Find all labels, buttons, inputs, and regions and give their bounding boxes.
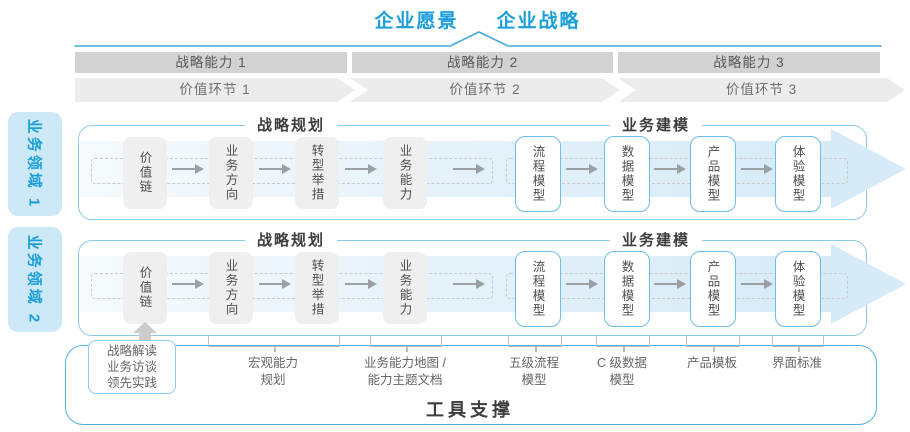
note-line: 规划 xyxy=(260,372,286,387)
modeling-box-product-model: 产品模型 xyxy=(690,136,736,212)
note-line: 能力主题文档 xyxy=(367,372,443,387)
flow-arrow-icon xyxy=(453,279,485,289)
flow-arrow-icon xyxy=(566,164,598,174)
domain-row-2: 价值链 业务方向 转型举措 业务能力 流程模型 数据模型 产品模型 体验模型 战… xyxy=(78,231,906,336)
flow-arrow-icon xyxy=(566,279,598,289)
input-line: 业务访谈 xyxy=(106,359,157,374)
domain-label-2-text: 业务领域 2 xyxy=(25,234,43,325)
flow-arrow-icon xyxy=(654,279,686,289)
modeling-dashed-group xyxy=(506,158,848,184)
input-line: 领先实践 xyxy=(106,376,157,391)
flow-band-arrowhead-icon xyxy=(831,244,906,324)
bracket-icon xyxy=(208,336,340,352)
planning-box-transformation: 转型举措 xyxy=(295,137,339,209)
flow-arrow-icon xyxy=(654,164,686,174)
planning-box-business-capability: 业务能力 xyxy=(383,137,427,209)
modeling-box-experience-model: 体验模型 xyxy=(775,251,821,327)
flow-arrow-icon xyxy=(453,164,485,174)
flow-arrow-icon xyxy=(345,164,377,174)
modeling-box-data-model: 数据模型 xyxy=(604,136,650,212)
flow-arrow-icon xyxy=(345,279,377,289)
modeling-box-process-model: 流程模型 xyxy=(515,136,561,212)
note-product-template: 产品模板 xyxy=(687,355,737,372)
domain-label-2: 业务领域 2 xyxy=(8,227,62,332)
up-arrow-icon xyxy=(133,322,157,333)
bracket-icon xyxy=(508,336,562,352)
enterprise-strategy-title: 企业战略 xyxy=(496,11,581,32)
flow-arrow-icon xyxy=(741,164,773,174)
planning-box-value-chain: 价值链 xyxy=(123,252,167,324)
bracket-icon xyxy=(686,336,740,352)
bracket-icon xyxy=(596,336,650,352)
flow-arrow-icon xyxy=(172,279,204,289)
strategic-capability-3: 战略能力 3 xyxy=(618,52,880,73)
enterprise-vision-title: 企业愿景 xyxy=(374,11,459,32)
note-line: 宏观能力 xyxy=(247,356,299,370)
strategy-inputs-box: 战略解读 业务访谈 领先实践 xyxy=(88,340,176,394)
strategic-capability-2: 战略能力 2 xyxy=(352,52,613,73)
planning-box-transformation: 转型举措 xyxy=(295,252,339,324)
vision-brace-line xyxy=(74,31,882,47)
input-line: 战略解读 xyxy=(106,343,157,358)
value-link-2: 价值环节 2 xyxy=(350,78,620,102)
modeling-dashed-group xyxy=(506,273,848,299)
note-macro-capability: 宏观能力 规划 xyxy=(248,355,298,389)
flow-arrow-icon xyxy=(259,279,291,289)
section-title-strategic-planning: 战略规划 xyxy=(244,231,338,251)
value-link-1: 价值环节 1 xyxy=(75,78,355,102)
section-title-business-modeling: 业务建模 xyxy=(609,116,703,136)
up-arrow-icon xyxy=(139,333,151,344)
domain-label-1: 业务领域 1 xyxy=(8,112,62,216)
value-link-3: 价值环节 3 xyxy=(618,78,905,102)
note-process-model: 五级流程 模型 xyxy=(509,355,559,389)
tool-support-container xyxy=(65,345,877,425)
note-line: 模型 xyxy=(521,372,547,387)
domain-row-1: 价值链 业务方向 转型举措 业务能力 流程模型 数据模型 产品模型 体验模型 战… xyxy=(78,116,906,220)
modeling-box-process-model: 流程模型 xyxy=(515,251,561,327)
note-line: 业务能力地图 / xyxy=(364,356,446,370)
note-data-model: C 级数据 模型 xyxy=(597,355,647,389)
tool-support-label: 工具支撑 xyxy=(426,400,514,420)
note-line: 产品模板 xyxy=(686,356,738,370)
flow-arrow-icon xyxy=(172,164,204,174)
note-line: 界面标准 xyxy=(771,356,823,370)
domain-label-1-text: 业务领域 1 xyxy=(25,118,43,210)
note-line: 五级流程 xyxy=(508,356,560,370)
planning-dashed-group xyxy=(91,158,493,184)
modeling-box-data-model: 数据模型 xyxy=(604,251,650,327)
strategic-capability-1: 战略能力 1 xyxy=(75,52,347,73)
planning-box-business-capability: 业务能力 xyxy=(383,252,427,324)
note-line: 模型 xyxy=(609,372,635,387)
bracket-icon xyxy=(370,336,442,352)
bracket-icon xyxy=(772,336,824,352)
planning-box-business-direction: 业务方向 xyxy=(209,252,253,324)
planning-dashed-group xyxy=(91,273,493,299)
header: 企业愿景 企业战略 xyxy=(75,6,880,33)
flow-arrow-icon xyxy=(259,164,291,174)
planning-box-value-chain: 价值链 xyxy=(123,137,167,209)
planning-box-business-direction: 业务方向 xyxy=(209,137,253,209)
modeling-box-product-model: 产品模型 xyxy=(690,251,736,327)
modeling-box-experience-model: 体验模型 xyxy=(775,136,821,212)
section-title-strategic-planning: 战略规划 xyxy=(244,116,338,136)
note-interface-standard: 界面标准 xyxy=(772,355,822,372)
section-title-business-modeling: 业务建模 xyxy=(609,231,703,251)
note-capability-map: 业务能力地图 / 能力主题文档 xyxy=(364,355,446,389)
flow-band-arrowhead-icon xyxy=(831,129,906,209)
note-line: C 级数据 xyxy=(596,356,648,370)
flow-arrow-icon xyxy=(741,279,773,289)
